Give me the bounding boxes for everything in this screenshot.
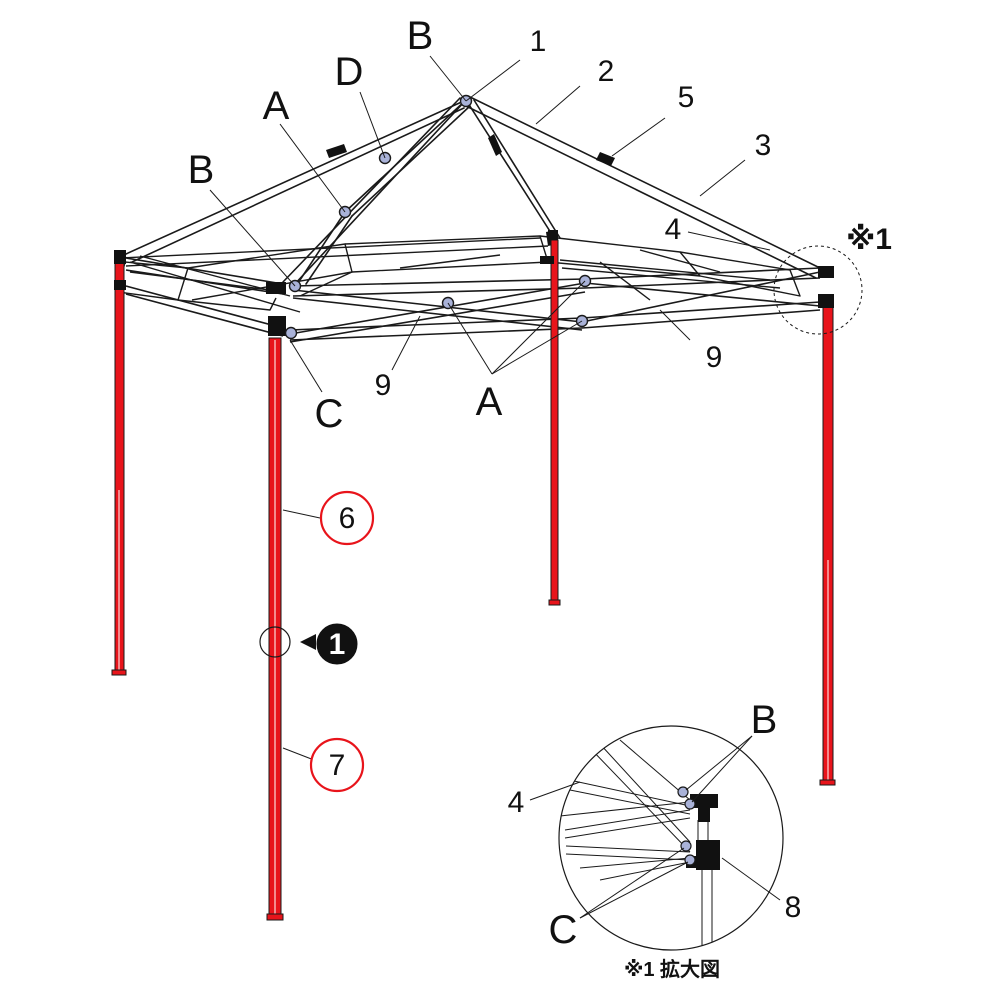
label-detail-1: 1 (328, 628, 346, 661)
label-B-left: B (187, 148, 215, 192)
label-D: D (334, 50, 364, 94)
label-3: 3 (754, 129, 772, 162)
label-A-mid: A (475, 380, 503, 424)
label-note-1: ※1 (846, 223, 892, 256)
roof-rafters (125, 95, 821, 287)
leader-lines (209, 55, 771, 761)
callout-circle-6 (319, 490, 375, 546)
magnifier-circle (773, 245, 863, 335)
label-2: 2 (597, 55, 615, 88)
scissor-frame-back (117, 235, 801, 313)
corner-brackets (114, 230, 834, 336)
front-trusses (125, 257, 821, 343)
callout-circle-7 (309, 737, 365, 793)
inset-label-4: 4 (507, 786, 525, 819)
label-7: 7 (328, 749, 346, 782)
joint-pins (284, 94, 592, 340)
label-6: 6 (338, 502, 356, 535)
label-9-left: 9 (374, 369, 392, 402)
inset-caption: ※1 拡大図 (623, 959, 721, 981)
inset-label-B: B (750, 698, 778, 742)
label-A-top: A (262, 84, 290, 128)
legs (111, 239, 836, 921)
label-B-top: B (406, 14, 434, 58)
label-9-right: 9 (705, 341, 723, 374)
detail-marker (259, 623, 358, 665)
inset-label-C: C (548, 908, 578, 952)
label-C-left: C (314, 392, 344, 436)
label-4: 4 (664, 213, 682, 246)
label-5: 5 (677, 81, 695, 114)
inset-label-8: 8 (784, 891, 802, 924)
inset-detail (529, 725, 784, 951)
label-1: 1 (529, 25, 547, 58)
